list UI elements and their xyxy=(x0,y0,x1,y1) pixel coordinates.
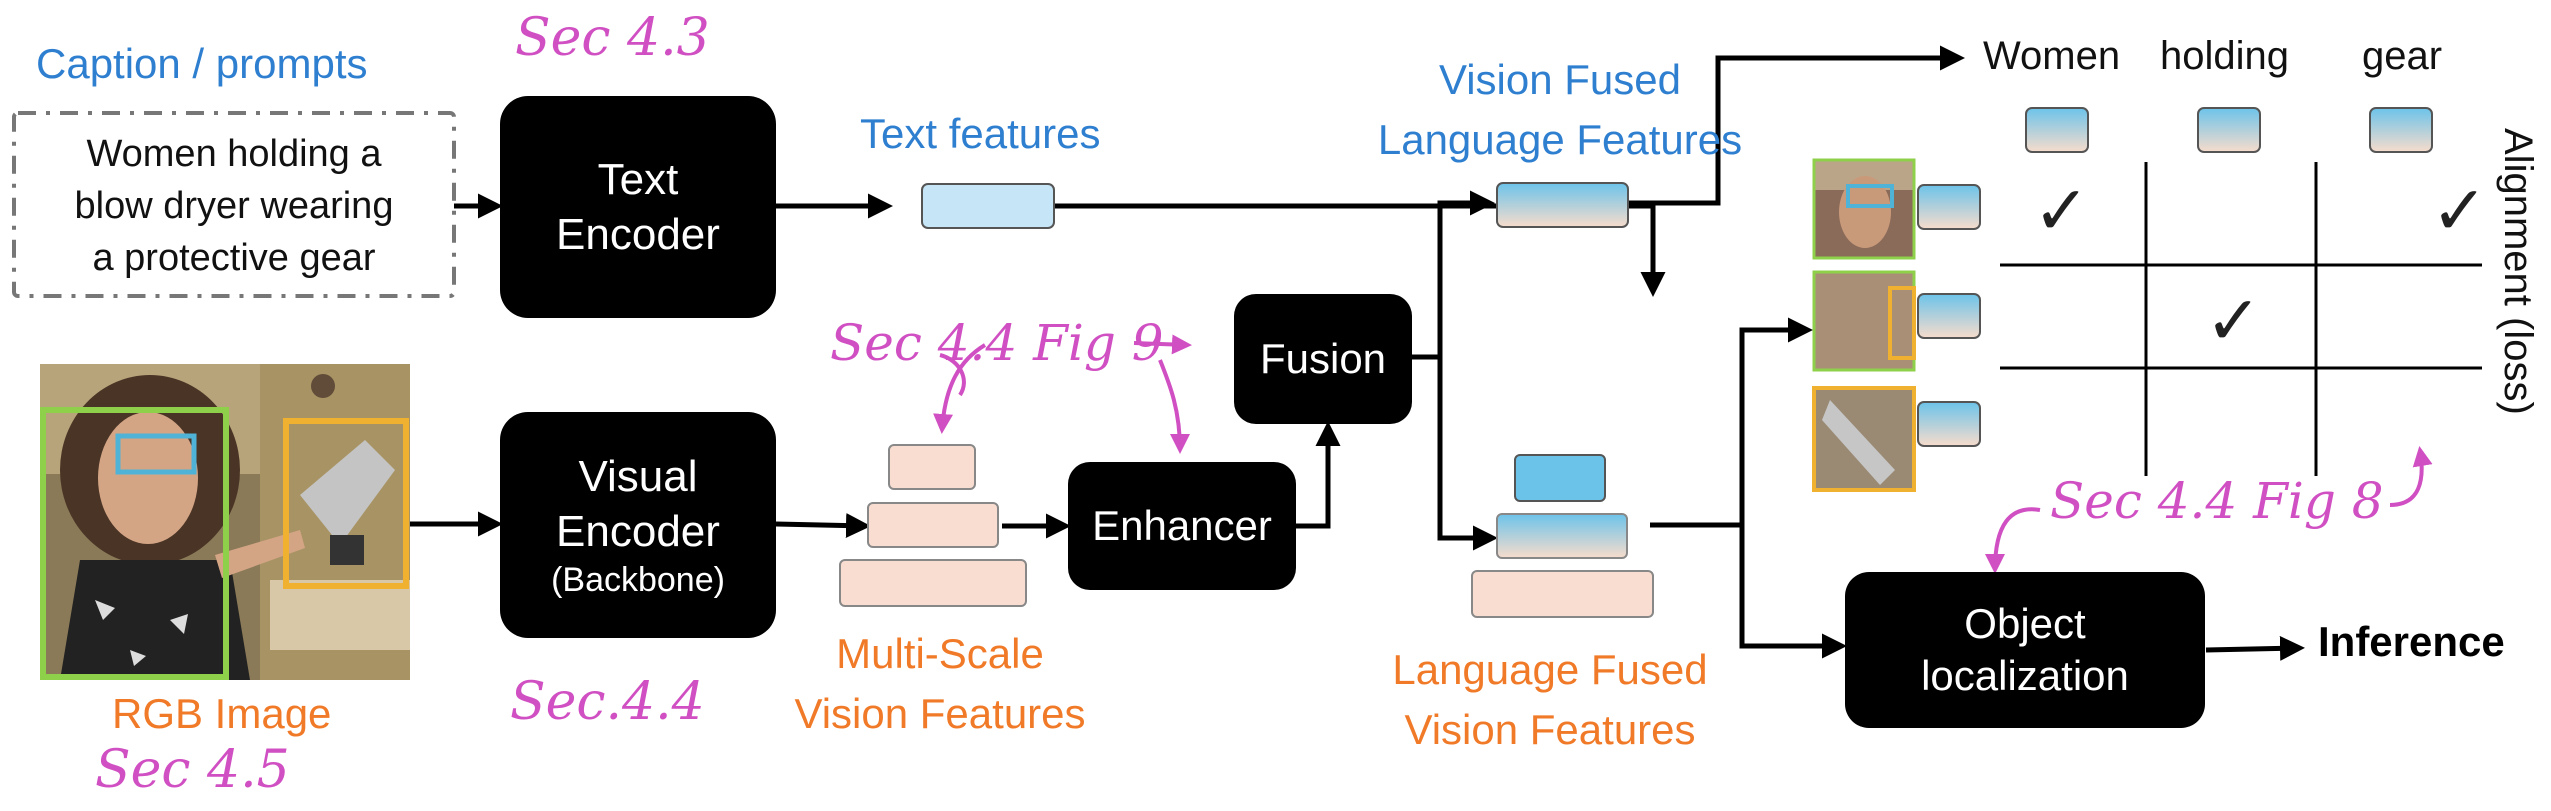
region-token-2 xyxy=(1917,293,1981,339)
annot-arrow-to-grid xyxy=(2389,446,2433,507)
arrow-enhancer-to-fusion xyxy=(1296,421,1341,529)
check-gear-region1: ✓ xyxy=(2431,172,2488,251)
region-token-3 xyxy=(1917,401,1981,447)
langfused-rect-1 xyxy=(1514,454,1606,502)
inference-label: Inference xyxy=(2318,618,2505,665)
crop-thumb-2 xyxy=(1812,270,1916,372)
visual-encoder-box: Visual Encoder (Backbone) xyxy=(500,412,776,638)
annotation-sec43: Sec 4.3 xyxy=(515,8,710,68)
language-fused-label: Language Fused Vision Features xyxy=(1290,640,1810,760)
arrow-visual-to-multiscale xyxy=(775,513,871,539)
caption-line-3: a protective gear xyxy=(92,237,376,279)
caption-line-2: blow dryer wearing xyxy=(74,185,394,227)
vision-fused-label: Vision Fused Language Features xyxy=(1290,50,1830,170)
vision-fused-line-2: Language Features xyxy=(1377,116,1743,163)
multiscale-rect-2 xyxy=(867,502,999,548)
visual-encoder-line-2: Encoder xyxy=(556,506,720,556)
vision-fused-rect xyxy=(1496,182,1629,228)
caption-text: Women holding a blow dryer wearing a pro… xyxy=(14,128,454,284)
caption-label: Caption / prompts xyxy=(36,40,368,87)
arrow-langfused-to-localization xyxy=(1739,525,1847,659)
crop-thumb-3 xyxy=(1812,386,1916,492)
annotation-sec44-fig9: Sec 4.4 Fig 9 xyxy=(830,314,1164,372)
word-token-gear xyxy=(2369,107,2433,153)
rgb-image-label: RGB Image xyxy=(112,690,332,737)
rgb-image xyxy=(40,364,410,680)
fusion-box: Fusion xyxy=(1234,294,1412,424)
arrow-textfeat-to-fusion xyxy=(1054,203,1666,297)
text-encoder-line-1: Text xyxy=(597,155,679,204)
word-token-holding xyxy=(2197,107,2261,153)
caption-box xyxy=(12,111,456,298)
text-encoder-line-2: Encoder xyxy=(556,210,720,259)
language-fused-line-2: Vision Features xyxy=(1404,706,1696,753)
object-localization-line-2: localization xyxy=(1921,652,2129,699)
object-localization-line-1: Object xyxy=(1964,599,2086,647)
annot-arrow-to-multiscale xyxy=(939,353,966,397)
annotation-sec44: Sec.4.4 xyxy=(510,672,705,732)
langfused-rect-3 xyxy=(1471,570,1654,618)
multiscale-line-1: Multi-Scale xyxy=(836,630,1044,677)
annotation-sec44-fig8: Sec 4.4 Fig 8 xyxy=(2050,472,2384,530)
caption-line-1: Women holding a xyxy=(86,133,382,175)
fusion-label: Fusion xyxy=(1259,334,1387,382)
visual-encoder-line-3: (Backbone) xyxy=(551,560,725,599)
object-localization-box: Object localization xyxy=(1845,572,2205,728)
word-women: Women xyxy=(1983,34,2121,78)
text-encoder-box: Text Encoder xyxy=(500,96,776,318)
crop-thumb-1 xyxy=(1812,158,1916,260)
alignment-label: Alignment (loss) xyxy=(2496,128,2540,415)
langfused-rect-2 xyxy=(1496,513,1628,559)
vision-fused-line-1: Vision Fused xyxy=(1438,56,1682,103)
visual-encoder-line-1: Visual xyxy=(578,451,698,501)
arrow-visionfused-to-words xyxy=(1628,45,1965,206)
arrow-localization-to-inference xyxy=(2205,635,2305,661)
region-token-1 xyxy=(1917,184,1981,230)
multiscale-rect-1 xyxy=(888,444,976,490)
annot-arrow-to-enhancer xyxy=(1158,359,1190,454)
arrow-fusion-to-langfused xyxy=(1437,357,1490,541)
annotation-sec45: Sec 4.5 xyxy=(95,740,290,800)
multiscale-label: Multi-Scale Vision Features xyxy=(750,624,1130,744)
arrow-langfused-to-crops xyxy=(1650,317,1813,528)
check-holding-region2: ✓ xyxy=(2205,282,2262,361)
annot-arrow-to-fusion xyxy=(1133,334,1192,355)
word-token-women xyxy=(2025,107,2089,153)
annot-arrow-to-localization xyxy=(1985,507,2041,574)
arrow-fusion-to-visionfused xyxy=(1412,190,1495,360)
word-holding: holding xyxy=(2160,34,2290,78)
enhancer-box: Enhancer xyxy=(1068,462,1296,590)
multiscale-rect-3 xyxy=(839,559,1027,607)
language-fused-line-1: Language Fused xyxy=(1392,646,1708,693)
text-feature-rect xyxy=(921,183,1055,229)
text-features-label: Text features xyxy=(860,110,1101,157)
check-women-region1: ✓ xyxy=(2033,172,2090,251)
multiscale-line-2: Vision Features xyxy=(794,690,1086,737)
enhancer-label: Enhancer xyxy=(1092,501,1272,549)
word-gear: gear xyxy=(2362,34,2443,78)
